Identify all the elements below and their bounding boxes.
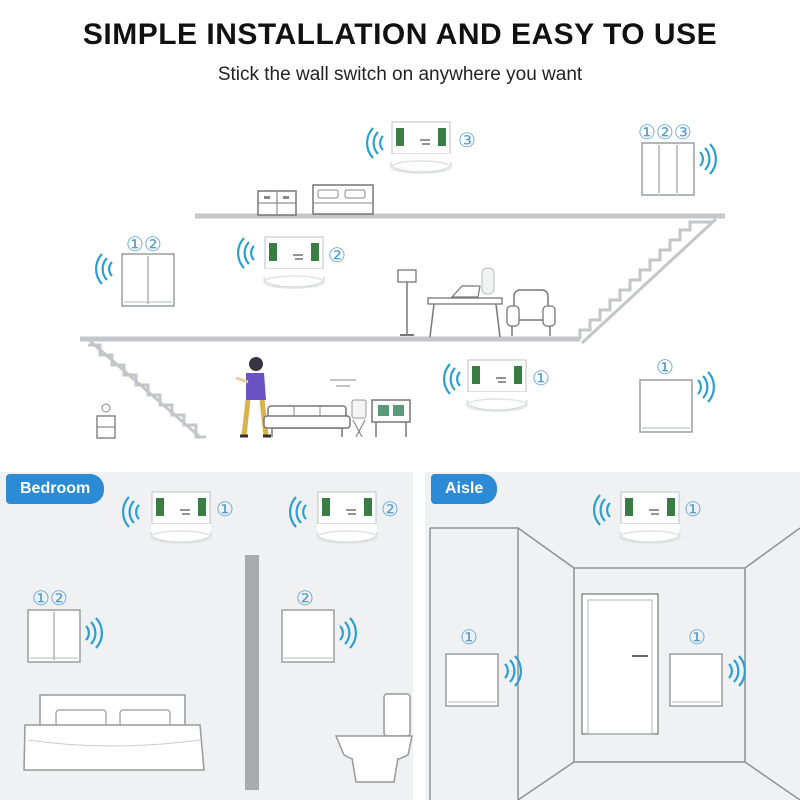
- bed-icon: [23, 694, 205, 771]
- wall-switch-icon: [641, 142, 695, 196]
- wall-picture-icon: [330, 379, 356, 387]
- relay-channel-marker: ③: [458, 128, 476, 152]
- door-icon: [581, 593, 659, 735]
- wifi-signal-icon: [727, 654, 747, 688]
- relay-channel-marker: ①: [532, 366, 550, 390]
- wifi-signal-icon: [442, 362, 462, 396]
- relay-channel-marker: ②: [328, 243, 346, 267]
- relay-channel-marker: ②: [381, 497, 399, 521]
- wall-switch-icon: [639, 379, 693, 433]
- ceiling-relay-icon: [150, 491, 212, 544]
- wifi-signal-icon: [84, 616, 104, 650]
- floor-lamp-icon: [397, 269, 417, 336]
- wifi-signal-icon: [592, 493, 612, 527]
- wifi-signal-icon: [288, 495, 308, 529]
- ceiling-relay-icon: [263, 236, 325, 289]
- stairs-right: [578, 220, 712, 339]
- armchair-icon: [506, 289, 556, 336]
- wall-switch-icon: [669, 653, 723, 707]
- relay-channel-marker: ①: [216, 497, 234, 521]
- page-subtitle: Stick the wall switch on anywhere you wa…: [217, 64, 583, 85]
- wifi-signal-icon: [365, 126, 385, 160]
- person-icon: [235, 357, 271, 438]
- wall-switch-icon: [281, 609, 335, 663]
- wifi-signal-icon: [94, 252, 114, 286]
- vase-icon: [481, 267, 495, 295]
- wifi-signal-icon: [236, 236, 256, 270]
- room-tag-aisle: Aisle: [431, 474, 498, 504]
- wall-switch-icon: [445, 653, 499, 707]
- room-tag-bedroom: Bedroom: [6, 474, 105, 504]
- relay-channel-marker: ①: [684, 497, 702, 521]
- page-title: SIMPLE INSTALLATION AND EASY TO USE: [82, 18, 718, 51]
- switch-gang-marker: ①②③: [638, 120, 692, 144]
- sofa-icon: [263, 405, 351, 437]
- wifi-signal-icon: [696, 370, 716, 404]
- switch-gang-marker: ①: [688, 625, 706, 649]
- lamp-small-icon: [351, 399, 367, 438]
- corridor-lines: [429, 527, 800, 800]
- ceiling-relay-icon: [316, 491, 378, 544]
- nightstand-icon: [257, 190, 297, 216]
- ceiling-relay-icon: [466, 359, 528, 412]
- partition-wall: [245, 555, 259, 790]
- wall-switch-icon: [27, 609, 81, 663]
- drawer-icon: [96, 403, 116, 439]
- wifi-signal-icon: [121, 495, 141, 529]
- toilet-icon: [334, 693, 413, 783]
- wifi-signal-icon: [338, 616, 358, 650]
- switch-gang-marker: ①②: [126, 232, 162, 256]
- ceiling-relay-icon: [390, 121, 452, 174]
- bed-icon: [312, 184, 374, 215]
- desk-icon: [427, 285, 503, 338]
- wall-switch-icon: [121, 253, 175, 307]
- ceiling-relay-icon: [619, 491, 681, 544]
- switch-gang-marker: ①②: [32, 586, 68, 610]
- side-table-icon: [371, 399, 411, 437]
- switch-gang-marker: ②: [296, 586, 314, 610]
- switch-gang-marker: ①: [460, 625, 478, 649]
- wifi-signal-icon: [698, 142, 718, 176]
- switch-gang-marker: ①: [656, 355, 674, 379]
